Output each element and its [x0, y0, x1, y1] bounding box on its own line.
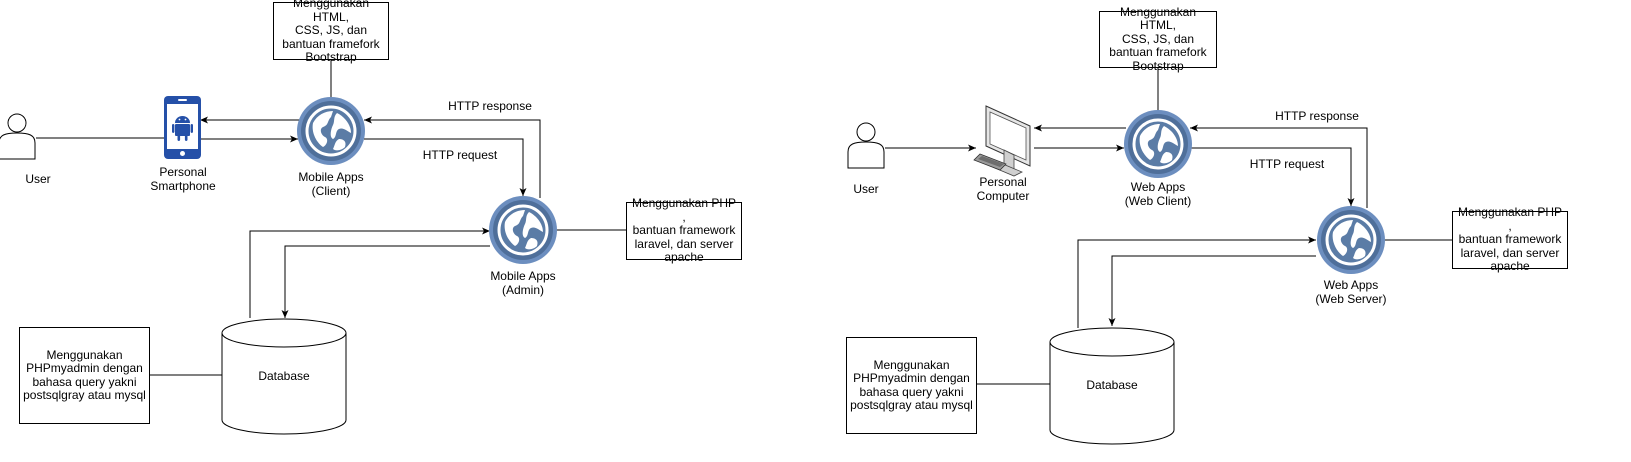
left-db-to-server-arrow	[249, 227, 490, 318]
left-admin-globe-icon	[487, 194, 559, 266]
left-admin-label: Mobile Apps (Admin)	[490, 269, 556, 297]
right-response-arrow	[1190, 124, 1368, 208]
left-user-icon	[0, 113, 36, 160]
right-db-to-server-arrow	[1077, 236, 1316, 328]
left-user-label: User	[25, 172, 51, 186]
left-client-label: Mobile Apps (Client)	[298, 170, 364, 198]
left-device-label: Personal Smartphone	[150, 165, 216, 193]
right-database-cylinder	[1049, 327, 1175, 445]
left-database-label: Database	[258, 369, 310, 383]
left-server-note: Menggunakan PHP , bantuan framework lara…	[626, 197, 742, 264]
right-computer-icon	[973, 105, 1031, 177]
left-server-to-db-arrow	[281, 245, 490, 318]
right-http-request-label: HTTP request	[1249, 157, 1325, 171]
right-http-response-label: HTTP response	[1275, 109, 1359, 123]
right-database-label: Database	[1086, 378, 1138, 392]
left-diagram	[0, 59, 626, 435]
left-response-arrow	[364, 116, 541, 198]
left-request-arrow	[364, 138, 527, 196]
left-http-request-label: HTTP request	[422, 148, 498, 162]
right-client-globe-icon	[1122, 108, 1194, 180]
right-server-globe-icon	[1315, 204, 1387, 276]
left-client-globe-icon	[295, 95, 367, 167]
right-server-note: Menggunakan PHP , bantuan framework lara…	[1452, 206, 1568, 273]
right-diagram	[847, 68, 1453, 445]
left-database-note: Menggunakan PHPmyadmin dengan bahasa que…	[19, 327, 150, 424]
right-database-note: Menggunakan PHPmyadmin dengan bahasa que…	[846, 337, 977, 434]
left-database-cylinder	[221, 318, 347, 435]
left-http-response-label: HTTP response	[448, 99, 532, 113]
right-client-note: Menggunakan HTML, CSS, JS, dan bantuan f…	[1099, 5, 1217, 73]
right-user-label: User	[853, 182, 879, 196]
right-server-label: Web Apps (Web Server)	[1315, 278, 1387, 306]
right-client-label: Web Apps (Web Client)	[1124, 180, 1192, 208]
right-user-icon	[847, 122, 885, 169]
right-server-to-db-arrow	[1108, 255, 1316, 326]
right-device-label: Personal Computer	[976, 175, 1030, 203]
right-request-arrow	[1190, 147, 1355, 206]
left-client-note: Menggunakan HTML, CSS, JS, dan bantuan f…	[273, 0, 389, 64]
left-android-phone-icon	[164, 96, 201, 159]
